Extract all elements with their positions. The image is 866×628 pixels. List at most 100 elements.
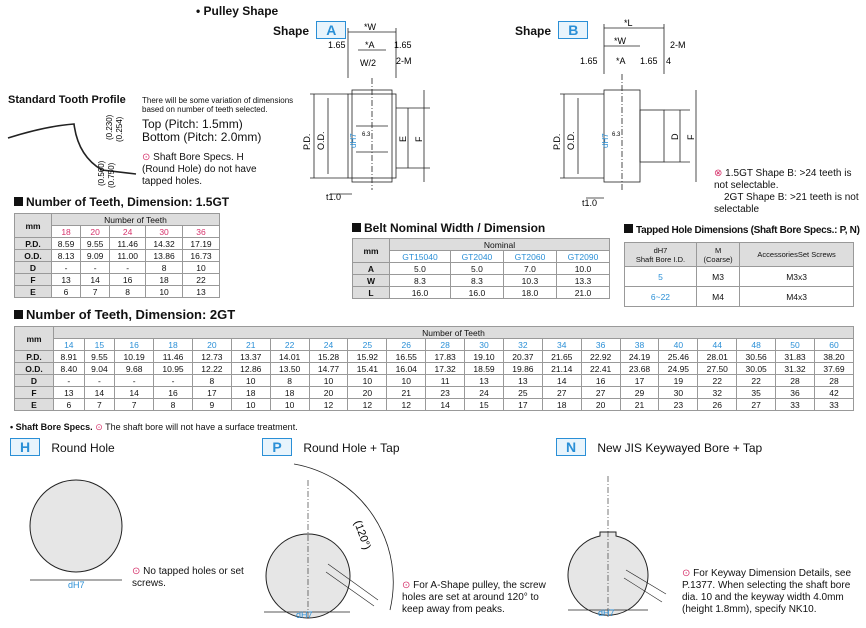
row-label: D xyxy=(14,261,52,274)
row-label: F xyxy=(14,273,52,286)
row-label: P.D. xyxy=(14,350,54,363)
column-header: 34 xyxy=(541,338,582,351)
column-header: 18 xyxy=(50,225,82,238)
column-header: 48 xyxy=(736,338,777,351)
table-cell: 12.22 xyxy=(191,362,232,375)
table-cell: 24 xyxy=(464,386,504,399)
table-cell: - xyxy=(80,261,111,274)
table-cell: 11.46 xyxy=(109,237,147,250)
row-label: W xyxy=(352,274,390,287)
dim-165-right: 1.65 xyxy=(394,40,412,50)
column-header: 21 xyxy=(230,338,271,351)
column-header: 25 xyxy=(347,338,388,351)
column-header: 36 xyxy=(182,225,220,238)
dim-od: O.D. xyxy=(566,131,576,150)
table-cell: 18 xyxy=(145,273,184,286)
table-cell: 21 xyxy=(619,398,660,411)
column-header: 16 xyxy=(114,338,155,351)
dim-4: 4 xyxy=(666,56,671,66)
table-cell: - xyxy=(50,261,82,274)
table-cell: 22 xyxy=(736,374,777,387)
table-cell: 20 xyxy=(580,398,621,411)
bore-cell: 6~22 xyxy=(624,286,697,307)
mm-header: mm xyxy=(352,238,390,263)
row-label: P.D. xyxy=(14,237,52,250)
shape-a-drawing: *W *A 1.65 1.65 W/2 2-M P.D. O.D. dH7 E … xyxy=(302,22,430,202)
bore-type-n: N New JIS Keywayed Bore + Tap xyxy=(556,438,762,456)
column-header: 50 xyxy=(775,338,815,351)
dim-od: O.D. xyxy=(316,131,326,150)
bore-specs-note: The shaft bore will not have a surface t… xyxy=(105,422,298,432)
row-label: A xyxy=(352,262,390,275)
column-header: GT2090 xyxy=(555,250,611,263)
dim-t1: t1.0 xyxy=(582,198,597,208)
table-cell: 10.19 xyxy=(114,350,155,363)
table-cell: 14 xyxy=(541,374,582,387)
table-cell: 13.50 xyxy=(269,362,310,375)
table-cell: 29 xyxy=(619,386,660,399)
shaft-note: Shaft Bore Specs. H (Round Hole) do not … xyxy=(142,152,257,187)
bore-note-n-wrap: ⊙ For Keyway Dimension Details, see P.13… xyxy=(682,568,858,616)
bore-type-h: H Round Hole xyxy=(10,438,115,456)
table-cell: 10.0 xyxy=(555,262,611,275)
table-cell: 8.59 xyxy=(50,237,82,250)
dim-r: 6.3 xyxy=(612,132,621,138)
bore-p-drawing: (120°) dH7 xyxy=(264,463,394,620)
column-header: 14 xyxy=(53,338,85,351)
tip-icon: ⊙ xyxy=(132,566,141,577)
row-label: E xyxy=(14,285,52,298)
table-cell: 30 xyxy=(658,386,699,399)
table-cell: 33 xyxy=(813,398,855,411)
table-cell: - xyxy=(114,374,155,387)
shape-b-badge: B xyxy=(558,21,589,39)
table-cell: 18.0 xyxy=(502,286,557,299)
row-label: E xyxy=(14,398,54,411)
table-cell: 15.92 xyxy=(347,350,388,363)
m-cell: M4 xyxy=(695,286,741,307)
table-cell: 37.69 xyxy=(813,362,855,375)
table-cell: 6 xyxy=(53,398,85,411)
table-cell: 8.91 xyxy=(53,350,85,363)
bore-type-p: P Round Hole + Tap xyxy=(262,438,400,456)
table-cell: 8 xyxy=(109,285,147,298)
column-header: GT2060 xyxy=(502,250,557,263)
column-header: 38 xyxy=(619,338,660,351)
column-header: 60 xyxy=(813,338,855,351)
table-cell: 20.37 xyxy=(502,350,543,363)
table-cell: 15.41 xyxy=(347,362,388,375)
table-cell: 16 xyxy=(153,386,193,399)
table-cell: 9.55 xyxy=(83,350,116,363)
column-header: 26 xyxy=(386,338,427,351)
table-cell: 16.04 xyxy=(386,362,427,375)
table-cell: 21.14 xyxy=(541,362,582,375)
nominal-group-header: Nominal xyxy=(389,238,610,251)
table-cell: 25.46 xyxy=(658,350,699,363)
table-cell: 22 xyxy=(182,273,220,286)
table-cell: 10 xyxy=(269,398,310,411)
table-cell: 9 xyxy=(191,398,232,411)
table-cell: 14.77 xyxy=(308,362,349,375)
table-cell: 14.32 xyxy=(145,237,184,250)
tip-icon: ⊙ xyxy=(95,422,103,432)
bore-dim-p: dH7 xyxy=(296,610,313,620)
pulley-shape-heading: • Pulley Shape xyxy=(196,4,279,18)
bore-code-h: H xyxy=(10,438,40,456)
dim-e: E xyxy=(398,136,408,142)
tip-icon: ⊙ xyxy=(402,580,411,591)
table-cell: 19.10 xyxy=(464,350,504,363)
table-cell: 31.83 xyxy=(775,350,815,363)
table-cell: 27 xyxy=(580,386,621,399)
column-header: 30 xyxy=(145,225,184,238)
tooth-dim-2: (0.254) xyxy=(115,116,124,142)
teeth-group-header: Number of Teeth xyxy=(53,326,854,339)
table-cell: 25 xyxy=(502,386,543,399)
